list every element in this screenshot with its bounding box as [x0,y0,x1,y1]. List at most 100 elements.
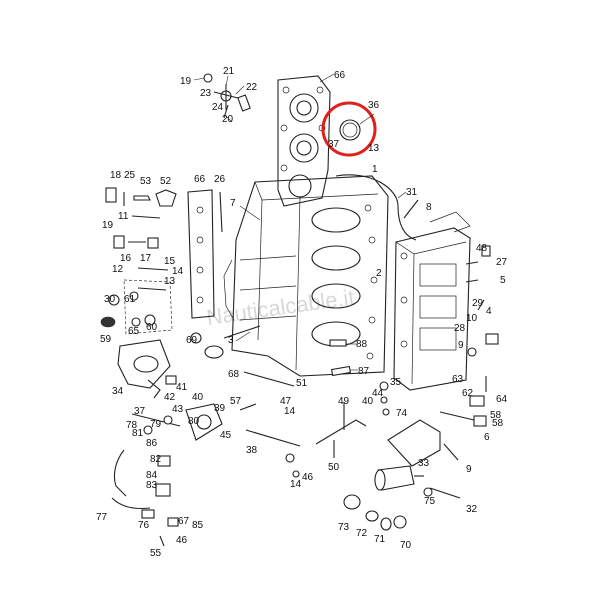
callout-14-low: 14 [290,479,302,490]
callout-53: 53 [140,176,152,187]
callout-83: 83 [146,480,158,491]
callout-47: 47 [280,396,292,407]
washer-40 [382,408,390,416]
callout-34: 34 [112,386,124,397]
seal-part-36 [321,101,377,157]
callout-37-left: 37 [134,406,146,417]
callout-51: 51 [296,378,308,389]
washer-68 [204,345,224,359]
callout-11: 11 [118,211,129,222]
callout-63: 63 [452,374,464,385]
callout-73: 73 [338,522,350,533]
plug-73 [343,494,361,510]
callout-61: 61 [124,294,136,305]
callout-29: 29 [472,298,484,309]
washer-75 [423,487,433,497]
callout-15: 15 [164,256,176,267]
callout-9-right: 9 [458,340,464,351]
callout-19-left: 19 [102,220,114,231]
dashed-group-box [123,279,173,335]
callout-88: 88 [356,339,368,350]
bolt-32 [429,487,461,499]
bolt-88 [329,339,347,347]
callout-44: 44 [372,388,384,399]
callout-labels: 19 21 22 23 24 20 66 36 37 13 18 25 53 5… [96,66,508,559]
callout-37: 37 [328,139,340,150]
linkage-assembly [203,73,251,119]
callout-77: 77 [96,512,108,523]
callout-59: 59 [100,334,112,345]
callout-41: 41 [176,382,188,393]
callout-17: 17 [140,253,152,264]
callout-18: 18 [110,170,122,181]
o-ring-70 [393,515,407,529]
callout-33: 33 [418,458,430,469]
callout-26: 26 [214,174,226,185]
bracket-74 [387,419,441,467]
callout-71: 71 [374,534,386,545]
washer-71 [380,517,392,531]
callout-13-top: 13 [368,143,380,154]
callout-14-left: 14 [172,266,184,277]
callout-80: 80 [188,416,200,427]
callout-21: 21 [223,66,235,77]
callout-84: 84 [146,470,158,481]
callout-76: 76 [138,520,150,531]
screw-39 [239,403,257,411]
callout-45: 45 [220,430,232,441]
callout-81: 81 [132,428,144,439]
callout-58-low: 58 [490,410,502,421]
callout-40-mid: 40 [362,396,374,407]
callout-6: 6 [484,432,490,443]
solenoid-33 [374,465,424,491]
callout-46-low: 46 [176,535,188,546]
callout-74: 74 [396,408,408,419]
highlight-circle [321,101,377,157]
clip-46 [285,453,295,463]
callout-58: 58 [492,418,504,429]
plug-72 [365,510,379,522]
callout-16: 16 [120,253,132,264]
left-cover-strip-66 [187,189,215,319]
link-rod-38 [245,429,301,447]
callout-27: 27 [496,257,508,268]
bolt-87 [330,365,352,377]
exhaust-cover-block [393,211,471,391]
callout-49: 49 [338,396,350,407]
callout-7: 7 [230,198,236,209]
callout-3: 3 [228,335,234,346]
callout-70: 70 [400,540,412,551]
bolt-26 [219,191,223,233]
callout-85: 85 [192,520,204,531]
right-side-bolts [439,245,499,461]
thermostat-housing-34-41 [117,339,177,399]
callout-46-mid: 46 [302,472,314,483]
callout-39: 39 [214,403,226,414]
clip-14 [292,470,300,478]
callout-12: 12 [112,264,124,275]
callout-1: 1 [372,164,378,175]
watermark-text: Nauticalcable.it [205,285,356,331]
small-parts-11-17 [113,215,169,291]
callout-25: 25 [124,170,136,181]
callout-36: 36 [368,100,380,111]
callout-10: 10 [466,313,478,324]
linkage-lower-left [111,403,223,547]
callout-78: 78 [126,420,138,431]
callout-24: 24 [212,102,224,113]
callout-23: 23 [200,88,212,99]
lever-51 [243,371,295,387]
callout-42: 42 [164,392,176,403]
hose-part-31 [335,174,417,241]
callout-60: 60 [146,322,158,333]
callout-30: 30 [104,294,116,305]
callout-55: 55 [150,548,162,559]
callout-65: 65 [128,326,140,337]
callout-72: 72 [356,528,368,539]
cylinder-head-cover [277,75,331,207]
callout-13-left: 13 [164,276,176,287]
callout-22: 22 [246,82,258,93]
lever-50 [315,419,367,445]
callout-82: 82 [150,454,162,465]
